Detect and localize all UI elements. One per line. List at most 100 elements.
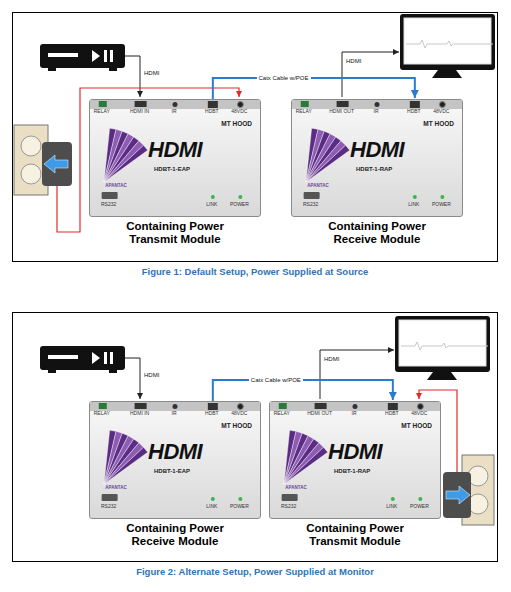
port-label: 48VDC xyxy=(231,411,247,416)
port-label: RELAY xyxy=(94,109,110,114)
port-label: 48VDC xyxy=(231,109,247,114)
dc-jack xyxy=(417,404,423,410)
relay-terminal xyxy=(99,403,107,409)
dc-jack xyxy=(237,404,243,410)
signal-label: HDMI xyxy=(345,58,362,64)
power-adapter xyxy=(443,472,471,518)
dvd-player xyxy=(40,346,125,370)
module-top-edge xyxy=(90,402,260,411)
power-led xyxy=(418,497,422,501)
signal-label: HDMI xyxy=(323,356,340,362)
dvd-player xyxy=(48,53,78,57)
dvd-player xyxy=(48,370,56,373)
port-label: HDBT xyxy=(205,109,219,114)
dvd-player xyxy=(110,352,113,364)
port-label: RELAY xyxy=(296,109,312,114)
hdmi-logo: HDMI xyxy=(148,137,202,163)
port-label: IR xyxy=(172,411,177,416)
brand-logo xyxy=(306,141,346,182)
dvd-player xyxy=(40,44,125,68)
hdmi-logo: HDMI xyxy=(350,137,404,163)
power-led xyxy=(238,497,242,501)
signal-label: HDMI xyxy=(143,70,160,76)
link-led xyxy=(211,195,215,199)
product-name: MT HOOD xyxy=(221,422,252,429)
dvd-player xyxy=(92,352,100,364)
port-label: RELAY xyxy=(274,411,290,416)
ir-port xyxy=(353,404,358,409)
module-top-edge xyxy=(90,100,260,109)
indicator-label: POWER xyxy=(230,202,249,207)
figure-caption: Figure 1: Default Setup, Power Supplied … xyxy=(13,266,497,277)
hdmi-cable xyxy=(125,56,140,97)
dvd-player xyxy=(48,355,78,359)
power-adapter xyxy=(446,486,470,504)
hdmi-port xyxy=(135,403,147,409)
port-label: RS232 xyxy=(303,202,318,207)
rs232-port xyxy=(102,192,118,199)
indicator-label: LINK xyxy=(206,202,217,207)
ir-port xyxy=(375,102,380,107)
monitor xyxy=(404,18,491,64)
relay-terminal xyxy=(99,101,107,107)
indicator-label: POWER xyxy=(410,504,429,509)
brand-name: APANTAC xyxy=(307,184,328,189)
link-led xyxy=(413,195,417,199)
port-label: HDBT xyxy=(205,411,219,416)
port-label: 48VDC xyxy=(433,109,449,114)
monitor xyxy=(400,14,495,70)
brand-logo xyxy=(284,443,324,484)
power-adapter xyxy=(443,472,471,518)
port-label: RELAY xyxy=(94,411,110,416)
indicator-label: LINK xyxy=(408,202,419,207)
product-name: MT HOOD xyxy=(423,120,454,127)
monitor xyxy=(401,342,488,350)
figure-frame: HDMI HDBT-1-EAP MT HOOD Containing Power Tr… xyxy=(12,12,498,262)
indicator-label: POWER xyxy=(230,504,249,509)
link-led xyxy=(211,497,215,501)
dvd-player xyxy=(104,50,107,62)
port-label: HDMI OUT xyxy=(329,109,354,114)
monitor xyxy=(395,316,490,380)
port-label: IR xyxy=(374,109,379,114)
extender-module: HDMIHDBT-1-EAPMT HOODContaining Power Re… xyxy=(89,401,261,519)
dvd-player xyxy=(48,68,56,71)
hdmi-port xyxy=(315,403,327,409)
rs232-port xyxy=(282,494,298,501)
model-number: HDBT-1-EAP xyxy=(154,166,190,172)
dvd-player xyxy=(109,68,117,71)
port-label: 48VDC xyxy=(411,411,427,416)
module-caption: Containing Power Receive Module xyxy=(312,220,442,246)
port-label: HDMI IN xyxy=(130,411,149,416)
monitor xyxy=(395,316,490,372)
port-label: HDBT xyxy=(407,109,421,114)
rs232-port xyxy=(102,494,118,501)
extender-module: HDMIHDBT-1-RAPMT HOODContaining Power Re… xyxy=(291,99,463,217)
cable-label: Catx Cable w/POE xyxy=(249,377,303,383)
model-number: HDBT-1-RAP xyxy=(356,166,392,172)
hdbt-port xyxy=(208,403,218,410)
hdbt-port xyxy=(208,101,218,108)
port-label: HDMI IN xyxy=(130,109,149,114)
rs232-port xyxy=(304,192,320,199)
dc-jack xyxy=(439,102,445,108)
brand-logo xyxy=(284,447,328,484)
port-label: RS232 xyxy=(281,504,296,509)
module-caption: Containing Power Transmit Module xyxy=(110,220,240,246)
dvd-player xyxy=(40,346,125,373)
hdmi-cable xyxy=(342,52,399,97)
figure-frame: HDMIHDBT-1-EAPMT HOODContaining Power Re… xyxy=(12,312,498,562)
port-label: HDBT xyxy=(385,411,399,416)
brand-name: APANTAC xyxy=(105,184,126,189)
hdmi-cable xyxy=(125,358,140,399)
ir-port xyxy=(173,102,178,107)
hdmi-port xyxy=(135,101,147,107)
signal-label: HDMI xyxy=(143,372,160,378)
dvd-player xyxy=(104,352,107,364)
brand-logo xyxy=(104,447,148,484)
cable-label: Catx Cable w/POE xyxy=(257,75,311,81)
cat-cable xyxy=(213,380,393,401)
link-led xyxy=(391,497,395,501)
module-top-edge xyxy=(292,100,462,109)
hdmi-port xyxy=(337,101,349,107)
